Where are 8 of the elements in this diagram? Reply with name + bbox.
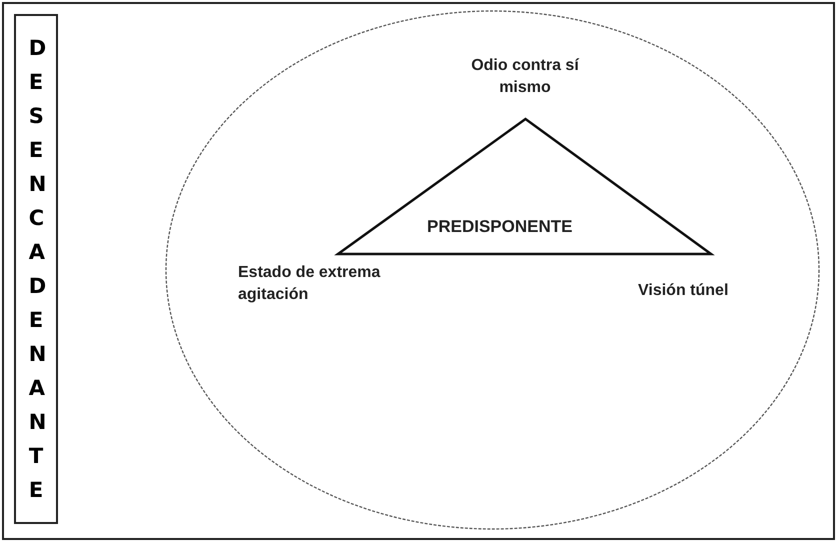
label-box (14, 14, 58, 524)
ellipse (165, 10, 820, 530)
triangle (337, 118, 712, 255)
center-label: PREDISPONENTE (427, 216, 572, 238)
vertex-label: Estado de extrema agitación (238, 263, 382, 305)
vertex-label: Visión túnel (638, 281, 730, 301)
vertex-label: Odio contra sí mismo (470, 56, 580, 98)
vertical-heading: DESENCADENANTE (28, 35, 44, 504)
